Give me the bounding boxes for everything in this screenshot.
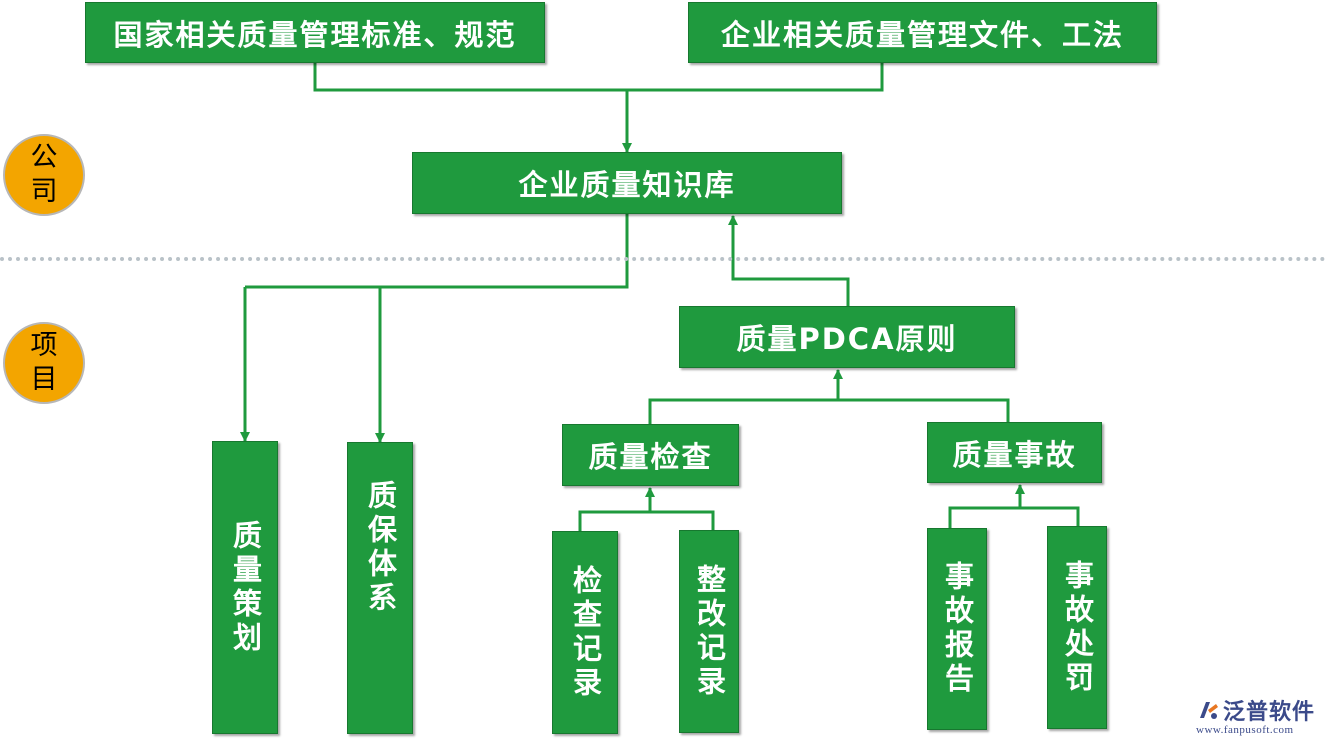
connector-accident-children — [948, 506, 1080, 528]
node-knowledge-base: 企业质量知识库 — [412, 152, 842, 214]
node-quality-accident-label: 质量事故 — [952, 437, 1077, 472]
node-pdca-label: 质量PDCA原则 — [736, 322, 958, 356]
node-national-standards-label: 国家相关质量管理标准、规范 — [113, 17, 517, 52]
node-quality-planning: 质量策划 — [212, 441, 278, 734]
node-accident-handling-label: 事故处罚 — [1060, 559, 1095, 696]
node-quality-inspection: 质量检查 — [562, 424, 739, 486]
node-quality-system-label: 质保体系 — [363, 480, 398, 616]
node-quality-system: 质保体系 — [347, 442, 413, 734]
node-enterprise-files-label: 企业相关质量管理文件、工法 — [720, 17, 1124, 52]
node-quality-inspection-label: 质量检查 — [588, 440, 713, 474]
connector-pdca-children — [648, 398, 1010, 424]
node-inspection-record-label: 检查记录 — [568, 564, 603, 701]
section-project-badge: 项 目 — [3, 322, 85, 404]
connector-inspection-children — [578, 510, 715, 531]
arrow-pdca-to-knowledge — [728, 215, 850, 306]
node-accident-handling: 事故处罚 — [1047, 526, 1107, 729]
node-rectification-record-label: 整改记录 — [692, 563, 727, 700]
node-enterprise-files: 企业相关质量管理文件、工法 — [688, 2, 1157, 63]
fanpu-logo-icon — [1200, 702, 1218, 719]
node-inspection-record: 检查记录 — [552, 531, 618, 734]
section-project-label: 项 目 — [30, 330, 58, 395]
connector-knowledge-down — [245, 214, 629, 289]
node-national-standards: 国家相关质量管理标准、规范 — [85, 2, 545, 63]
company-project-divider — [0, 257, 1326, 261]
node-accident-report: 事故报告 — [927, 528, 987, 730]
node-quality-accident: 质量事故 — [927, 422, 1102, 483]
node-pdca: 质量PDCA原则 — [679, 306, 1015, 368]
section-company-badge: 公 司 — [3, 134, 85, 216]
node-accident-report-label: 事故报告 — [940, 561, 975, 697]
fanpu-logo: 泛普软件 www.fanpusoft.com — [1196, 694, 1322, 738]
node-quality-planning-label: 质量策划 — [228, 519, 263, 656]
logo-name: 泛普软件 — [1223, 700, 1316, 725]
logo-url: www.fanpusoft.com — [1196, 724, 1294, 736]
connector-standards — [313, 63, 884, 92]
node-rectification-record: 整改记录 — [679, 530, 739, 733]
section-company-label: 公 司 — [30, 142, 58, 207]
node-knowledge-base-label: 企业质量知识库 — [518, 168, 736, 202]
